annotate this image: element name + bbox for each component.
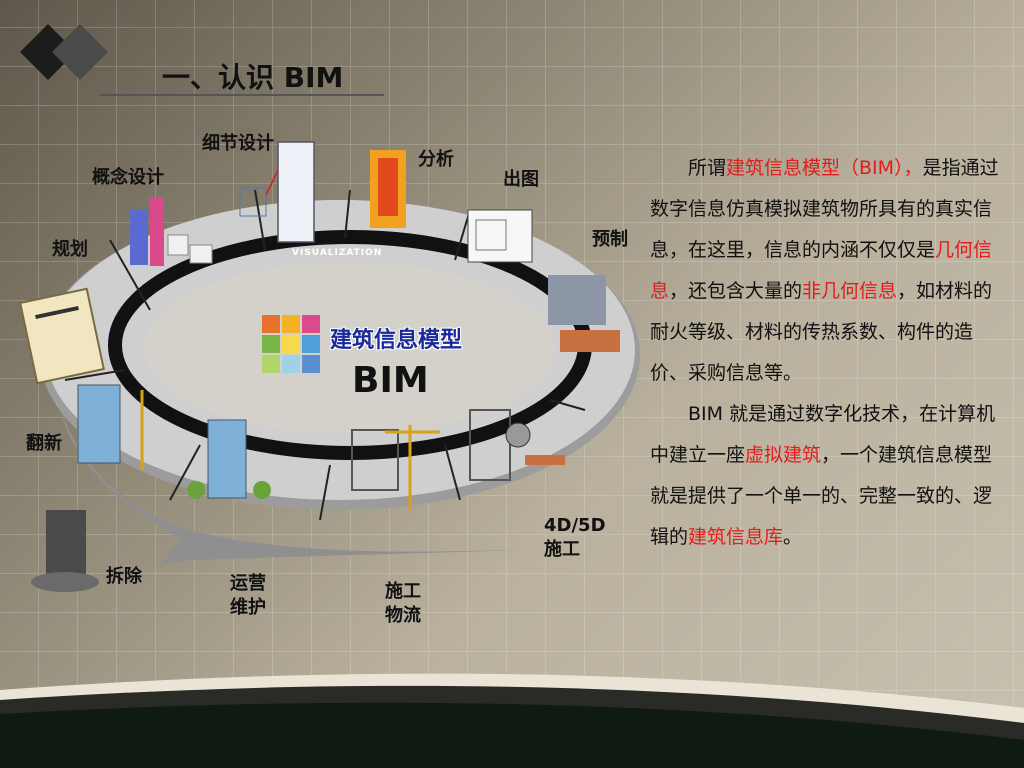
stage-logistics-line2: 物流	[385, 604, 421, 628]
stage-4d5d: 4D/5D 施工	[544, 514, 606, 562]
description-panel: 所谓建筑信息模型（BIM），是指通过数字信息仿真模拟建筑物所具有的真实信息，在这…	[650, 148, 1002, 558]
stage-drawing: 出图	[503, 168, 539, 192]
center-cube-icon	[262, 315, 320, 373]
p1-seg-highlight: 非几何信息	[802, 280, 897, 302]
paragraph-bim-definition: 所谓建筑信息模型（BIM），是指通过数字信息仿真模拟建筑物所具有的真实信息，在这…	[650, 148, 1002, 394]
page-title: 一、认识 BIM	[162, 56, 343, 96]
stage-logistics-line1: 施工	[385, 580, 421, 604]
title-underline	[100, 94, 384, 96]
stage-demolish: 拆除	[106, 565, 142, 589]
p2-seg-highlight: 建筑信息库	[688, 526, 783, 548]
stage-plan: 规划	[52, 238, 88, 262]
bottom-wave-band	[0, 648, 1024, 768]
stage-4d5d-line2: 施工	[544, 538, 606, 562]
center-title-cn: 建筑信息模型	[330, 322, 462, 354]
p1-seg: 所谓	[688, 157, 726, 179]
p1-seg: ，还包含大量的	[669, 280, 802, 302]
stage-operate: 运营 维护	[230, 572, 266, 620]
stage-logistics: 施工 物流	[385, 580, 421, 628]
stage-analysis: 分析	[418, 148, 454, 172]
p2-seg-highlight: 虚拟建筑	[745, 444, 821, 466]
lifecycle-ring	[0, 110, 660, 650]
paragraph-bim-virtual-building: BIM 就是通过数字化技术，在计算机中建立一座虚拟建筑，一个建筑信息模型就是提供…	[650, 394, 1002, 558]
stage-operate-line2: 维护	[230, 596, 266, 620]
stage-concept: 概念设计	[92, 166, 164, 190]
stage-renovate: 翻新	[26, 432, 62, 456]
diamond-logo-icon	[18, 22, 113, 82]
center-title-en: BIM	[352, 360, 429, 401]
stage-prefab: 预制	[592, 228, 628, 252]
stage-4d5d-line1: 4D/5D	[544, 514, 606, 538]
p1-seg-highlight: 建筑信息模型（BIM），	[726, 157, 923, 179]
drawing-sheet-icon	[468, 210, 532, 262]
analysis-building-icon	[370, 150, 406, 228]
bim-lifecycle-diagram: VISUALIZATION 建筑信息模型 BIM 规划 概念设计 细节设计 分析…	[0, 110, 660, 650]
stage-operate-line1: 运营	[230, 572, 266, 596]
demolish-building-icon	[31, 510, 99, 592]
p2-seg: 。	[783, 526, 802, 548]
stage-detail: 细节设计	[202, 132, 274, 156]
ring-label: VISUALIZATION	[292, 248, 382, 258]
